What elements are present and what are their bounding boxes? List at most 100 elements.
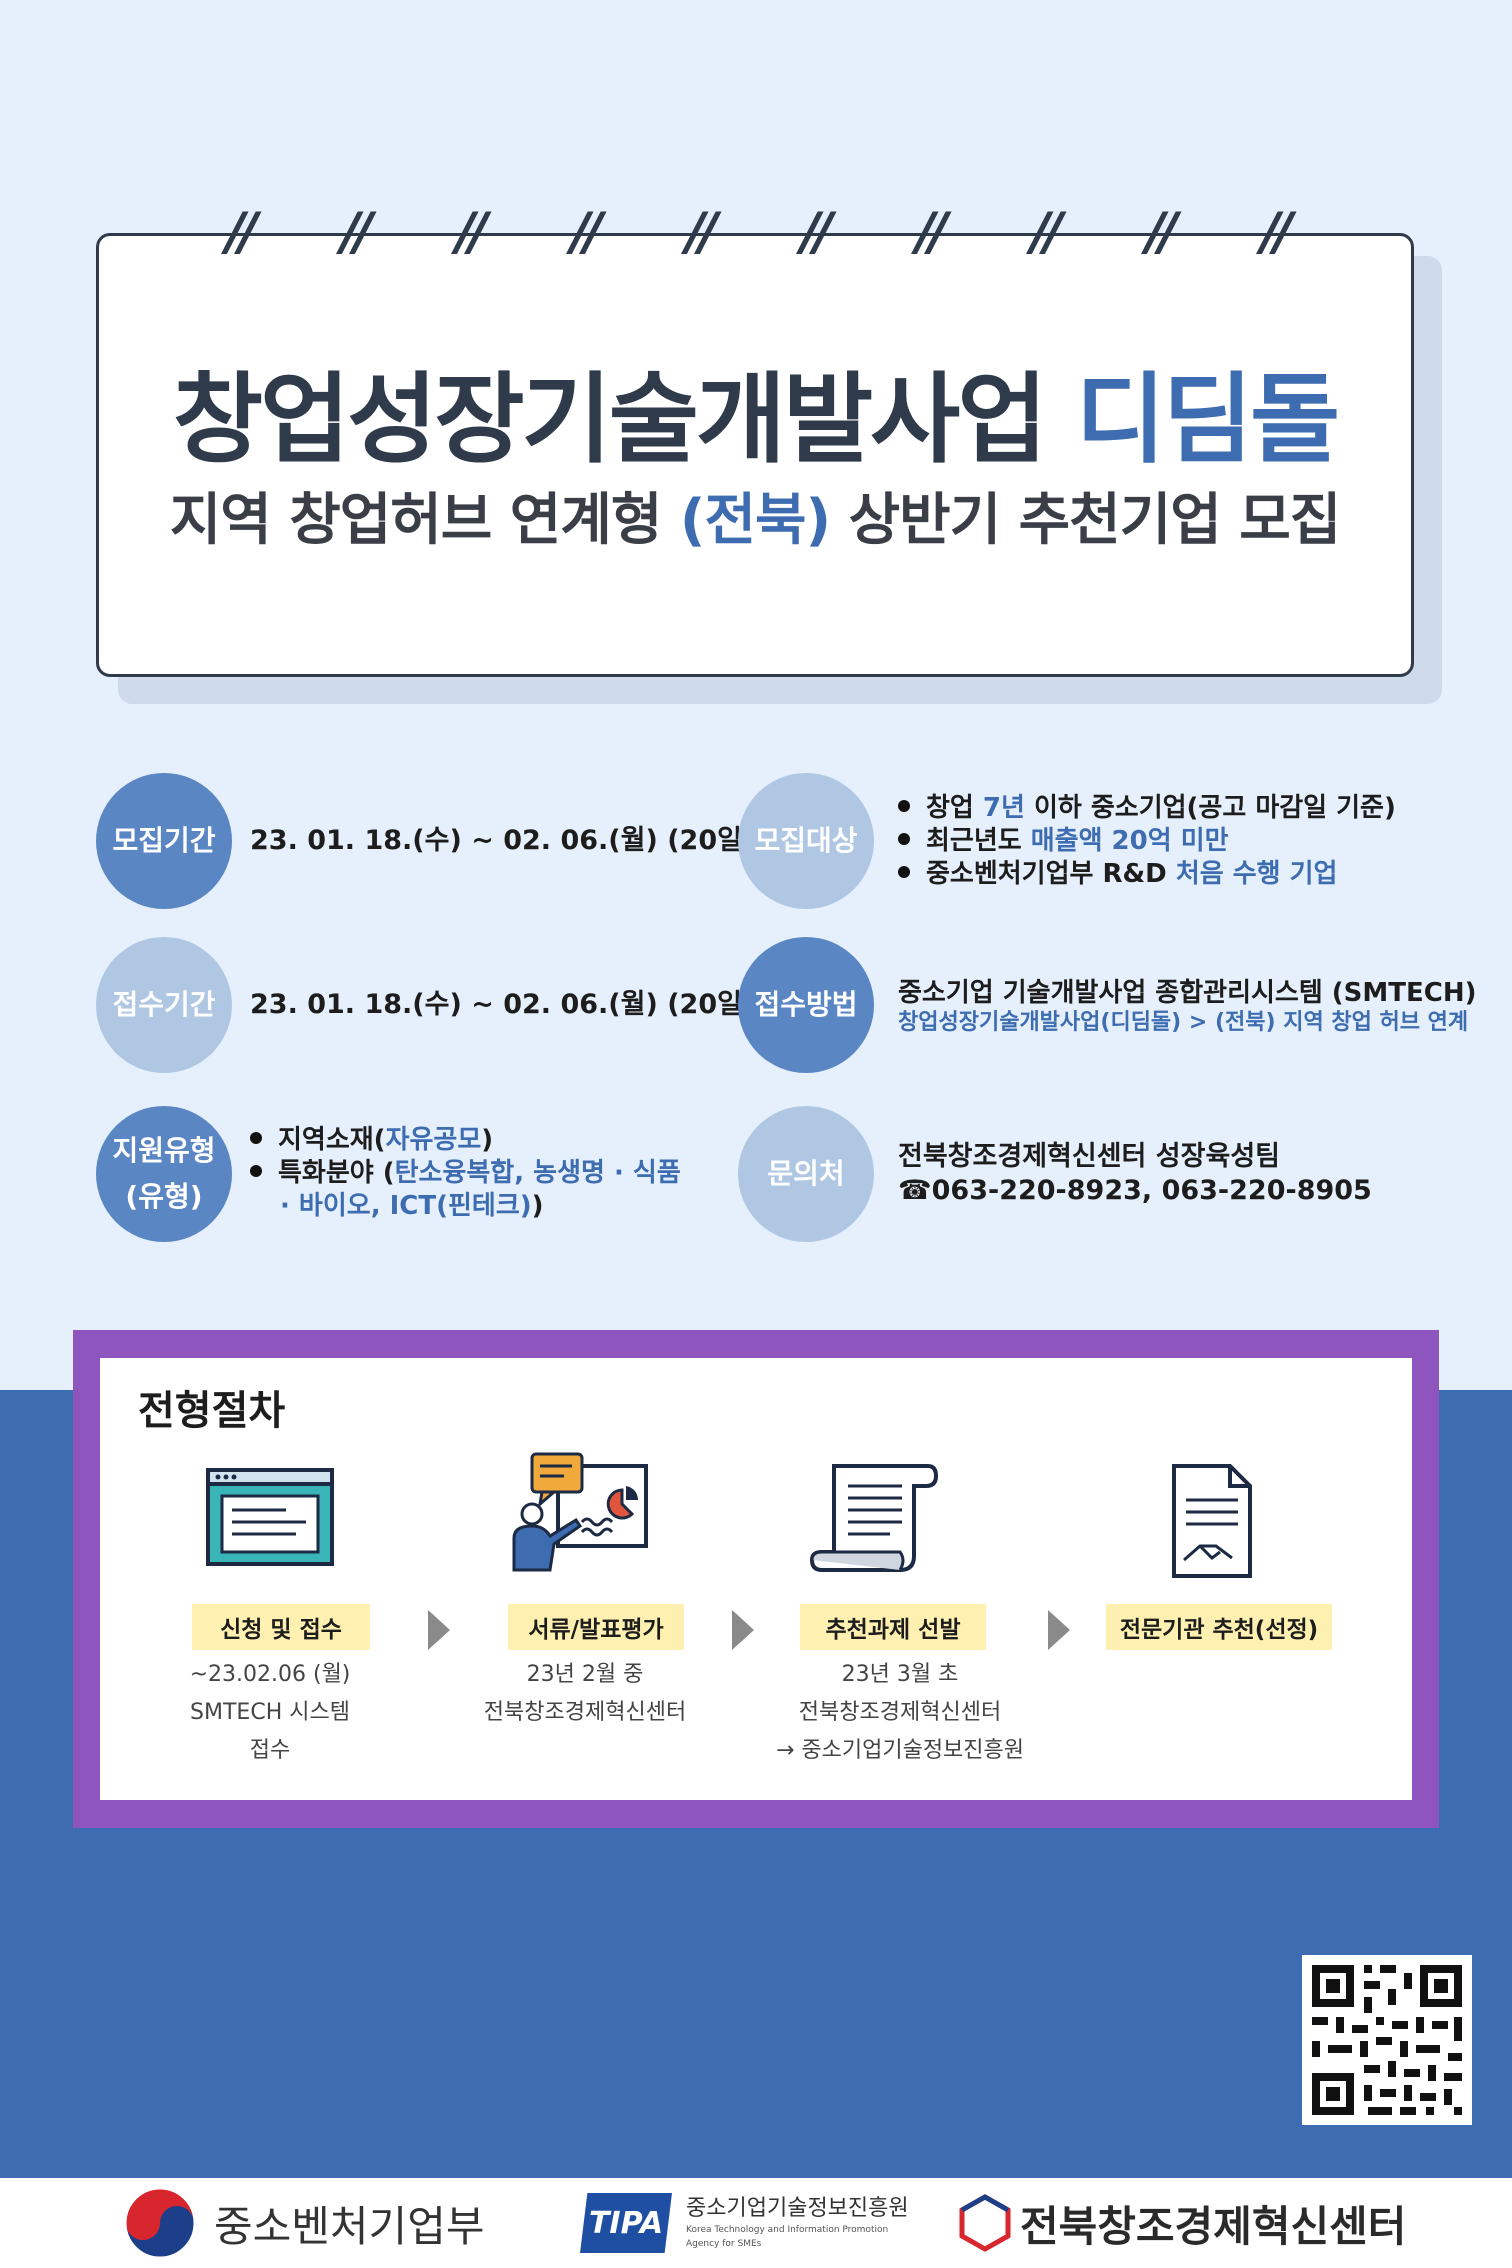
support-type-item: 지역소재(자유공모) [250,1124,493,1157]
support-type-item-cont: · 바이오, ICT(핀테크)) [280,1190,544,1223]
ring-mark: // [1031,202,1063,262]
target-badge: 모집대상 [738,773,874,909]
taeguk-logo-icon [125,2188,195,2258]
receipt-period-value: 23. 01. 18.(수) ~ 02. 06.(월) (20일간) [250,989,780,1020]
desc-line: 전북창조경제혁신센터 [798,1700,1002,1725]
step-recommend-label: 전문기관 추천(선정) [1106,1604,1332,1650]
ccei-logo-icon [959,2194,1011,2252]
text-highlight: 매출액 20억 미만 [1030,826,1229,856]
page-subtitle: 지역 창업허브 연계형 (전북) 상반기 추천기업 모집 [96,486,1414,556]
process-panel [100,1358,1412,1800]
subtitle-accent: (전북) [679,488,831,553]
subtitle-pre: 지역 창업허브 연계형 [169,488,663,553]
title-main: 창업성장기술개발사업 [172,363,1048,477]
text: ) [481,1125,494,1155]
desc-line: → 중소기업기술정보진흥원 [775,1738,1025,1763]
browser-window-icon [206,1468,334,1566]
text-highlight: 7년 [982,793,1025,823]
support-type-item: 특화분야 (탄소융복합, 농생명 · 식품 [250,1157,681,1190]
step-review-label: 서류/발표평가 [508,1604,684,1650]
scroll-document-icon [810,1464,939,1572]
bullet-dot [898,865,910,878]
footer-logo-mss: 중소벤처기업부 [122,2178,484,2268]
tipa-kr: 중소기업기술정보진흥원 [686,2196,909,2221]
ring-mark: // [226,202,258,262]
text: 이하 중소기업(공고 마감일 기준) [1024,793,1396,823]
bullet-dot [250,1164,262,1177]
desc-line: 23년 3월 초 [841,1662,959,1687]
desc-line: 접수 [249,1738,291,1763]
target-item: 최근년도 매출액 20억 미만 [898,825,1229,858]
contact-label: 문의처 [767,1157,845,1190]
qr-code[interactable] [1302,1955,1472,2125]
step-review-desc: 23년 2월 중 전북창조경제혁신센터 [460,1656,710,1732]
text: 창업 [926,793,983,823]
ring-mark: // [1261,202,1293,262]
ring-mark: // [456,202,488,262]
target-item: 창업 7년 이하 중소기업(공고 마감일 기준) [898,792,1396,825]
tipa-mark: TIPA [580,2193,672,2253]
bullet-dot [898,799,910,812]
tipa-text: 중소기업기술정보진흥원 Korea Technology and Informa… [686,2195,909,2251]
footer-logo-ccei-text: 전북창조경제혁신센터 [1020,2201,1407,2251]
receipt-period-badge: 접수기간 [96,937,232,1073]
method-line2: 창업성장기술개발사업(디딤돌) > (전북) 지역 창업 허브 연계 [898,1010,1469,1035]
recruit-period-label: 모집기간 [112,824,216,857]
title-card [96,233,1414,677]
qr-code-icon [1302,1955,1472,2125]
page-title: 창업성장기술개발사업 디딤돌 [96,360,1414,480]
support-type-label: 지원유형 [112,1134,216,1167]
title-accent: 디딤돌 [1075,363,1340,477]
footer-logo-tipa: TIPA 중소기업기술정보진흥원 Korea Technology and In… [580,2178,909,2268]
arrow-right-icon [732,1610,754,1650]
ring-mark: // [686,202,718,262]
bullet-dot [250,1131,262,1144]
text-highlight: 처음 수행 기업 [1175,859,1338,889]
footer-bar [0,2178,1512,2268]
text: 최근년도 [926,826,1031,856]
contact-badge: 문의처 [738,1106,874,1242]
text-highlight: 탄소융복합, 농생명 · 식품 [394,1158,681,1188]
contract-handshake-icon [1172,1464,1252,1578]
text-highlight: · 바이오, ICT(핀테크) [280,1191,532,1221]
subtitle-post: 상반기 추천기업 모집 [848,488,1342,553]
arrow-right-icon [428,1610,450,1650]
text: 지역소재( [278,1125,386,1155]
ring-mark: // [571,202,603,262]
target-item: 중소벤처기업부 R&D 처음 수행 기업 [898,858,1337,891]
desc-line: SMTECH 시스템 [190,1700,350,1725]
tipa-mark-text: TIPA [588,2205,664,2241]
footer-logo-ccei: 전북창조경제혁신센터 [956,2178,1406,2268]
text-highlight: 자유공모 [385,1125,482,1155]
arrow-right-icon [1048,1610,1070,1650]
process-title: 전형절차 [138,1388,286,1434]
step-select-label: 추천과제 선발 [800,1604,986,1650]
receipt-period-label: 접수기간 [112,988,216,1021]
support-type-badge: 지원유형 (유형) [96,1106,232,1242]
contact-line1: 전북창조경제혁신센터 성장육성팀 [898,1141,1280,1172]
desc-line: 전북창조경제혁신센터 [483,1700,687,1725]
recruit-period-badge: 모집기간 [96,773,232,909]
ring-mark: // [1146,202,1178,262]
desc-line: ~23.02.06 (월) [189,1662,351,1687]
contact-line2: ☎063-220-8923, 063-220-8905 [898,1175,1372,1206]
desc-line: 23년 2월 중 [526,1662,644,1687]
footer-logo-mss-text: 중소벤처기업부 [214,2201,485,2251]
presentation-icon [512,1452,648,1572]
tipa-en: Agency for SMEs [686,2239,762,2249]
text: 중소벤처기업부 R&D [926,859,1176,889]
step-apply-desc: ~23.02.06 (월) SMTECH 시스템 접수 [150,1656,390,1770]
bullet-dot [898,832,910,845]
method-label: 접수방법 [754,988,858,1021]
text: 특화분야 ( [278,1158,395,1188]
ring-mark: // [801,202,833,262]
step-apply-label: 신청 및 접수 [192,1604,370,1650]
ring-mark: // [916,202,948,262]
step-select-desc: 23년 3월 초 전북창조경제혁신센터 → 중소기업기술정보진흥원 [760,1656,1040,1770]
ring-mark: // [341,202,373,262]
tipa-en: Korea Technology and Information Promoti… [686,2225,889,2235]
support-type-label-sub: (유형) [125,1180,203,1213]
method-badge: 접수방법 [738,937,874,1073]
target-label: 모집대상 [754,824,858,857]
method-line1: 중소기업 기술개발사업 종합관리시스템 (SMTECH) [898,978,1477,1008]
